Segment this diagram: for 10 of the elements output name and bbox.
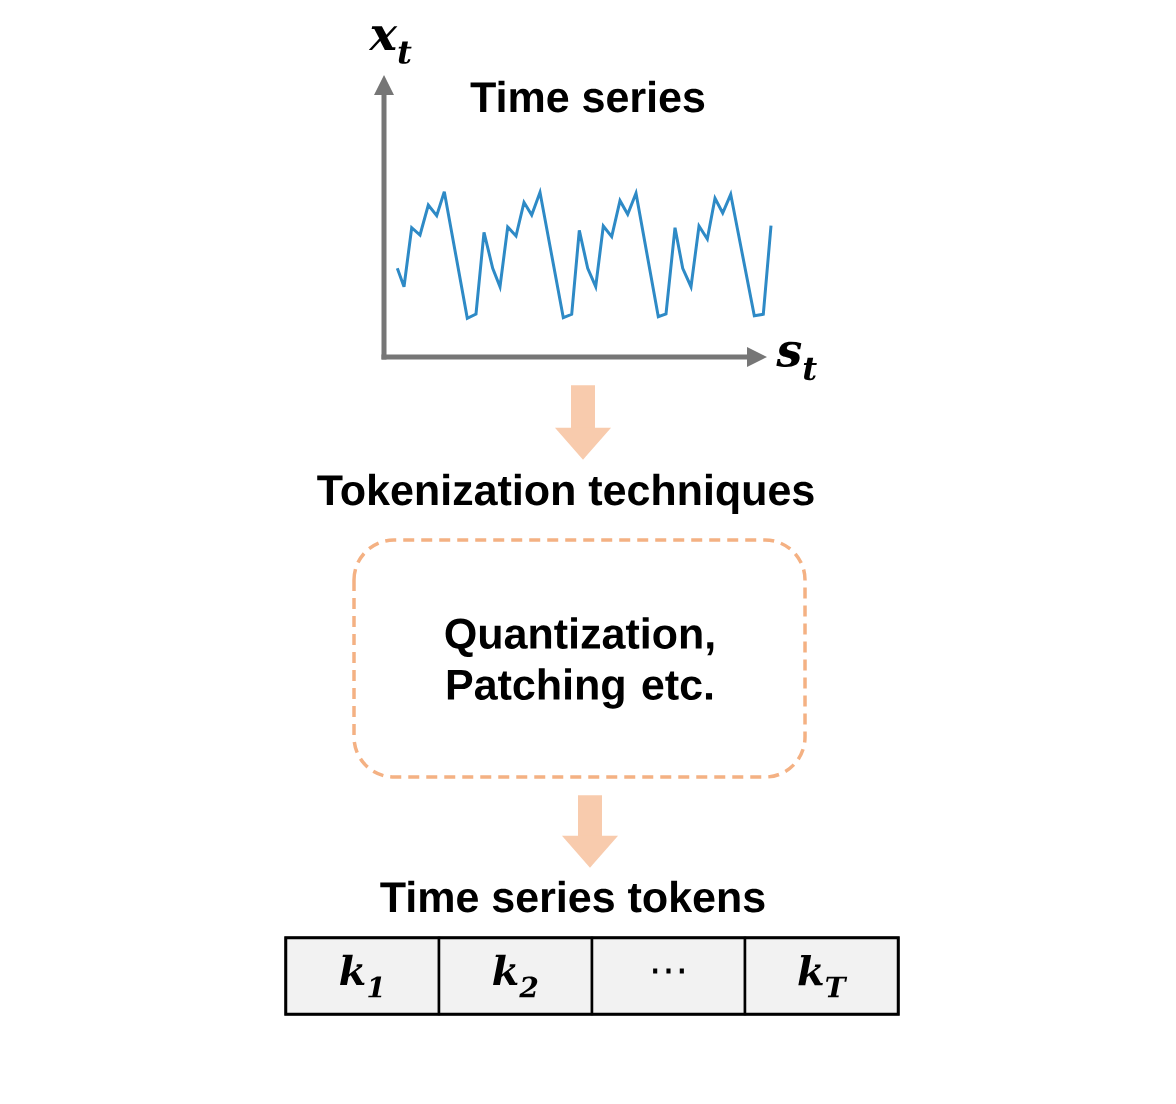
axis-label: x$_{t}$ (368, 26, 412, 64)
heading: Time series tokens (380, 880, 765, 913)
token-cell: k$_{T}$ (743, 936, 900, 1016)
token-cell: k$_{1}$ (284, 936, 441, 1016)
axis-label: s$_{t}$ (776, 341, 817, 381)
chart-title: Time series (470, 80, 705, 113)
dashed-box: Quantization, Patching etc. (352, 538, 807, 779)
heading: Tokenization techniques (317, 473, 814, 514)
token-cell: ⋯ (590, 936, 747, 1016)
token-cell: k$_{2}$ (437, 936, 594, 1016)
